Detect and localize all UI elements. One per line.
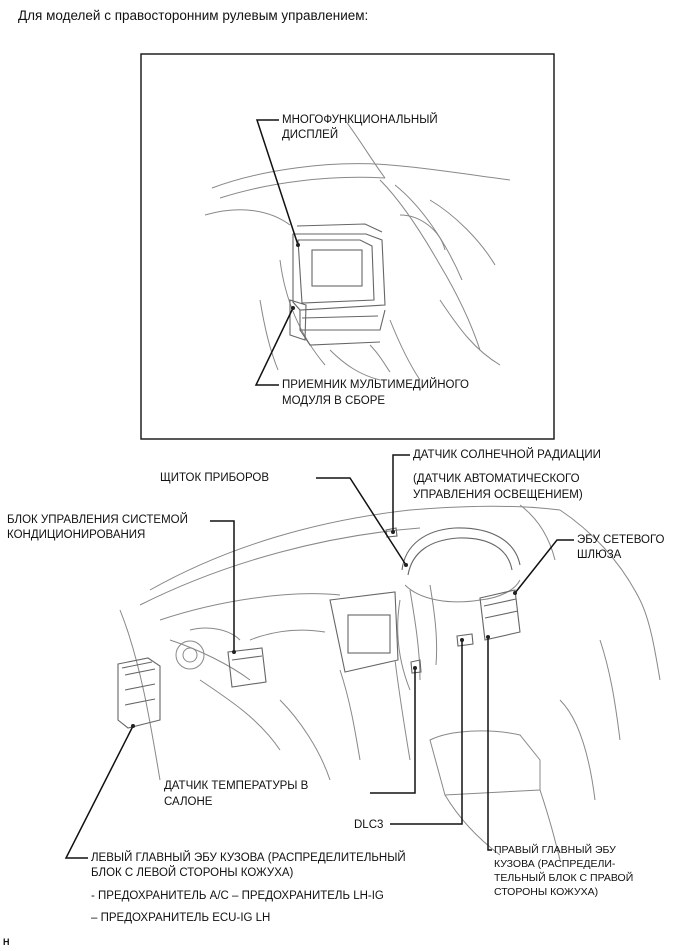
label-gateway-ecu-1: ЭБУ СЕТЕВОГО <box>577 534 665 546</box>
label-right-body-ecu-2: КУЗОВА (РАСПРЕДЕЛИ- <box>494 858 616 870</box>
label-instrument-cluster: ЩИТОК ПРИБОРОВ <box>160 472 269 484</box>
label-fuse-ecu-ig-lh: – ПРЕДОХРАНИТЕЛЬ ECU-IG LH <box>91 912 271 924</box>
label-right-body-ecu-3: ТЕЛЬНЫЙ БЛОК С ПРАВОЙ <box>494 872 634 884</box>
leader-solar-sensor <box>392 454 410 532</box>
label-ac-control-2: КОНДИЦИОНИРОВАНИЯ <box>7 529 146 541</box>
label-solar-sensor-alt-1: (ДАТЧИК АВТОМАТИЧЕСКОГО <box>413 473 580 485</box>
leader-multifunction-display <box>255 119 299 246</box>
label-gateway-ecu-2: ШЛЮЗА <box>577 549 622 561</box>
label-left-body-ecu-2: БЛОК С ЛЕВОЙ СТОРОНЫ КОЖУХА) <box>91 867 294 879</box>
gateway-ecu-box <box>479 589 521 641</box>
leader-left-body-ecu <box>64 725 134 859</box>
label-multifunction-display-1: МНОГОФУНКЦИОНАЛЬНЫЙ <box>282 114 438 126</box>
label-multimedia-receiver-2: МОДУЛЯ В СБОРЕ <box>282 395 386 407</box>
label-solar-sensor-alt-2: УПРАВЛЕНИЯ ОСВЕЩЕНИЕМ) <box>413 489 583 501</box>
leader-temp-sensor <box>370 668 416 794</box>
label-fuse-ac: - ПРЕДОХРАНИТЕЛЬ A/C <box>91 890 229 902</box>
leader-dlc3 <box>390 640 463 825</box>
label-temp-sensor-2: САЛОНЕ <box>164 796 213 808</box>
leader-instrument-cluster <box>316 477 407 566</box>
dlc3-connector <box>456 633 474 647</box>
inset-dashboard-drawing <box>204 119 511 381</box>
label-temp-sensor-1: ДАТЧИК ТЕМПЕРАТУРЫ В <box>164 780 309 792</box>
temp-sensor-part <box>410 659 422 674</box>
main-dashboard-drawing <box>119 504 661 861</box>
label-right-body-ecu-4: СТОРОНЫ КОЖУХА) <box>494 886 599 898</box>
label-dlc3: DLC3 <box>354 819 384 831</box>
label-solar-sensor: ДАТЧИК СОЛНЕЧНОЙ РАДИАЦИИ <box>413 449 601 461</box>
leader-right-body-ecu <box>487 637 492 851</box>
label-left-body-ecu-1: ЛЕВЫЙ ГЛАВНЫЙ ЭБУ КУЗОВА (РАСПРЕДЕЛИТЕЛЬ… <box>91 852 406 864</box>
page-heading: Для моделей с правосторонним рулевым упр… <box>18 8 369 23</box>
label-multifunction-display-2: ДИСПЛЕЙ <box>282 129 339 141</box>
inset-frame <box>140 53 555 440</box>
footer-mark: H <box>3 937 10 947</box>
label-ac-control-1: БЛОК УПРАВЛЕНИЯ СИСТЕМОЙ <box>7 514 188 526</box>
left-body-ecu-box <box>117 657 161 729</box>
label-fuse-lh-ig: – ПРЕДОХРАНИТЕЛЬ LH-IG <box>232 890 384 902</box>
label-right-body-ecu-1: ПРАВЫЙ ГЛАВНЫЙ ЭБУ <box>494 844 616 856</box>
leader-multimedia-receiver <box>254 307 294 386</box>
label-multimedia-receiver-1: ПРИЕМНИК МУЛЬТИМЕДИЙНОГО <box>282 379 469 391</box>
leader-gateway-ecu <box>514 539 574 594</box>
ac-control-box <box>227 647 267 688</box>
leader-ac-control <box>210 520 235 652</box>
